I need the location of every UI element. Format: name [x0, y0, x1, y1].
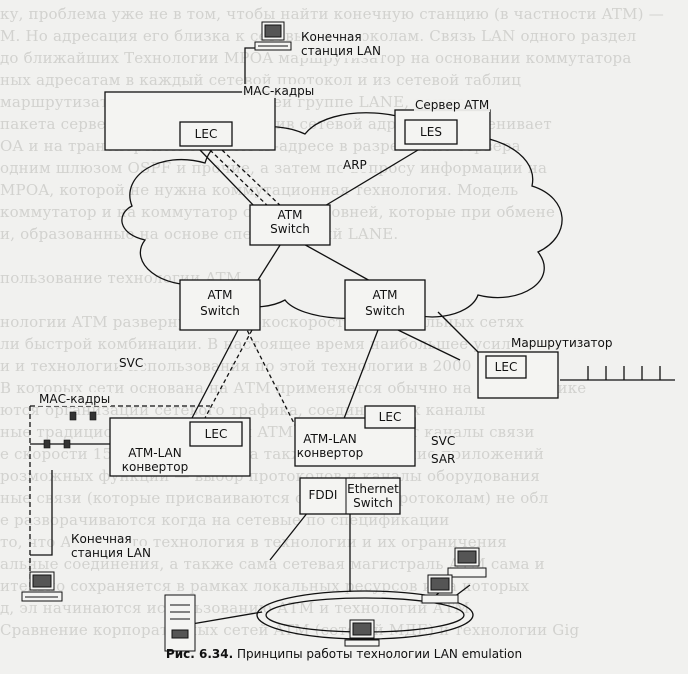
- lec-top-label: LEC: [194, 127, 218, 141]
- atm-switch-left-box: [179, 279, 261, 331]
- mac-frames-left-label: МАС-кадры: [38, 392, 112, 406]
- bottom-station-label-line1: Конечная: [70, 532, 133, 546]
- background-text-line: е разворачиваются когда на сетевые по сп…: [0, 511, 450, 529]
- les-label: LES: [420, 125, 442, 139]
- top-station-label-line2: станция LAN: [300, 44, 382, 58]
- lec-router-label: LEC: [494, 360, 518, 374]
- svc-right-label: SVC: [430, 434, 457, 448]
- svc-left-label: SVC: [118, 356, 145, 370]
- lec-left-label: LEC: [204, 427, 228, 441]
- mac-frames-top-label: МАС-кадры: [242, 84, 316, 98]
- bottom-station-label-line2: станция LAN: [70, 546, 152, 560]
- switch-label: Switch: [353, 496, 393, 510]
- les-box: [404, 119, 458, 145]
- background-text-line: ных адресатам в каждый сетевой протокол …: [0, 71, 522, 89]
- lec-mid-label: LEC: [378, 410, 402, 424]
- computer-icon: [21, 21, 487, 647]
- background-text-line: одним шлюзом OSPF и прочие, а затем по в…: [0, 159, 548, 177]
- background-text-line: и и технологии использования по этой тех…: [0, 357, 472, 375]
- atm-switch-right-label-1: ATM: [372, 288, 398, 302]
- converter-mid-label-2: конвертор: [296, 446, 364, 460]
- atm-switch-center-label-2: Switch: [270, 222, 310, 236]
- caption-number: Рис. 6.34.: [165, 647, 234, 661]
- figure-caption: Рис. 6.34. Принципы работы технологии LA…: [0, 647, 688, 661]
- background-text-line: Сравнение корпоративных сетей ATM (сетев…: [0, 621, 580, 639]
- background-text-line: ку, проблема уже не в том, чтобы найти к…: [0, 5, 664, 23]
- lec-left-box: [189, 421, 243, 447]
- atm-switch-right-label-2: Switch: [365, 304, 405, 318]
- background-text-line: ли быстрой комбинации. В настоящее время…: [0, 335, 593, 353]
- background-text-line: В которых сети основана на АТМ применяет…: [0, 379, 587, 397]
- converter-left-label-2: конвертор: [121, 460, 189, 474]
- top-station-label-line1: Конечная: [300, 30, 363, 44]
- server-icon: [164, 594, 196, 652]
- background-text-line: ительно сохраняется в рамках локальных р…: [0, 577, 530, 595]
- router-label: Маршрутизатор: [510, 336, 614, 350]
- atm-switch-center-label-1: ATM: [277, 208, 303, 222]
- atm-server-label: Сервер ATM: [414, 98, 491, 112]
- fddi-label: FDDI: [308, 488, 338, 502]
- lec-router-box: [485, 355, 527, 379]
- atm-switch-left-label-2: Switch: [200, 304, 240, 318]
- fddi-ring-outer: [256, 590, 474, 640]
- background-text-line: д, эл начинаются использованию АТМ и тех…: [0, 599, 470, 617]
- atm-switch-center-box: [249, 204, 331, 246]
- converter-left-label-1: ATM-LAN: [128, 446, 182, 460]
- ethernet-label: Ethernet: [347, 482, 399, 496]
- fddi-switch-box: [299, 477, 401, 515]
- lec-mid-box: [364, 405, 416, 429]
- atm-switch-right-box: [344, 279, 426, 331]
- lec-top-box: [179, 121, 233, 147]
- caption-text: Принципы работы технологии LAN emulation: [236, 647, 523, 661]
- sar-label: SAR: [430, 452, 457, 466]
- atm-switch-left-label-1: ATM: [207, 288, 233, 302]
- background-text-line: ные связи (которые присваиваются отдельн…: [0, 489, 549, 507]
- converter-mid-label-1: ATM-LAN: [303, 432, 357, 446]
- arp-label: ARP: [342, 158, 368, 172]
- background-text-line: до ближайших Технологии MPOA маршрутизат…: [0, 49, 632, 67]
